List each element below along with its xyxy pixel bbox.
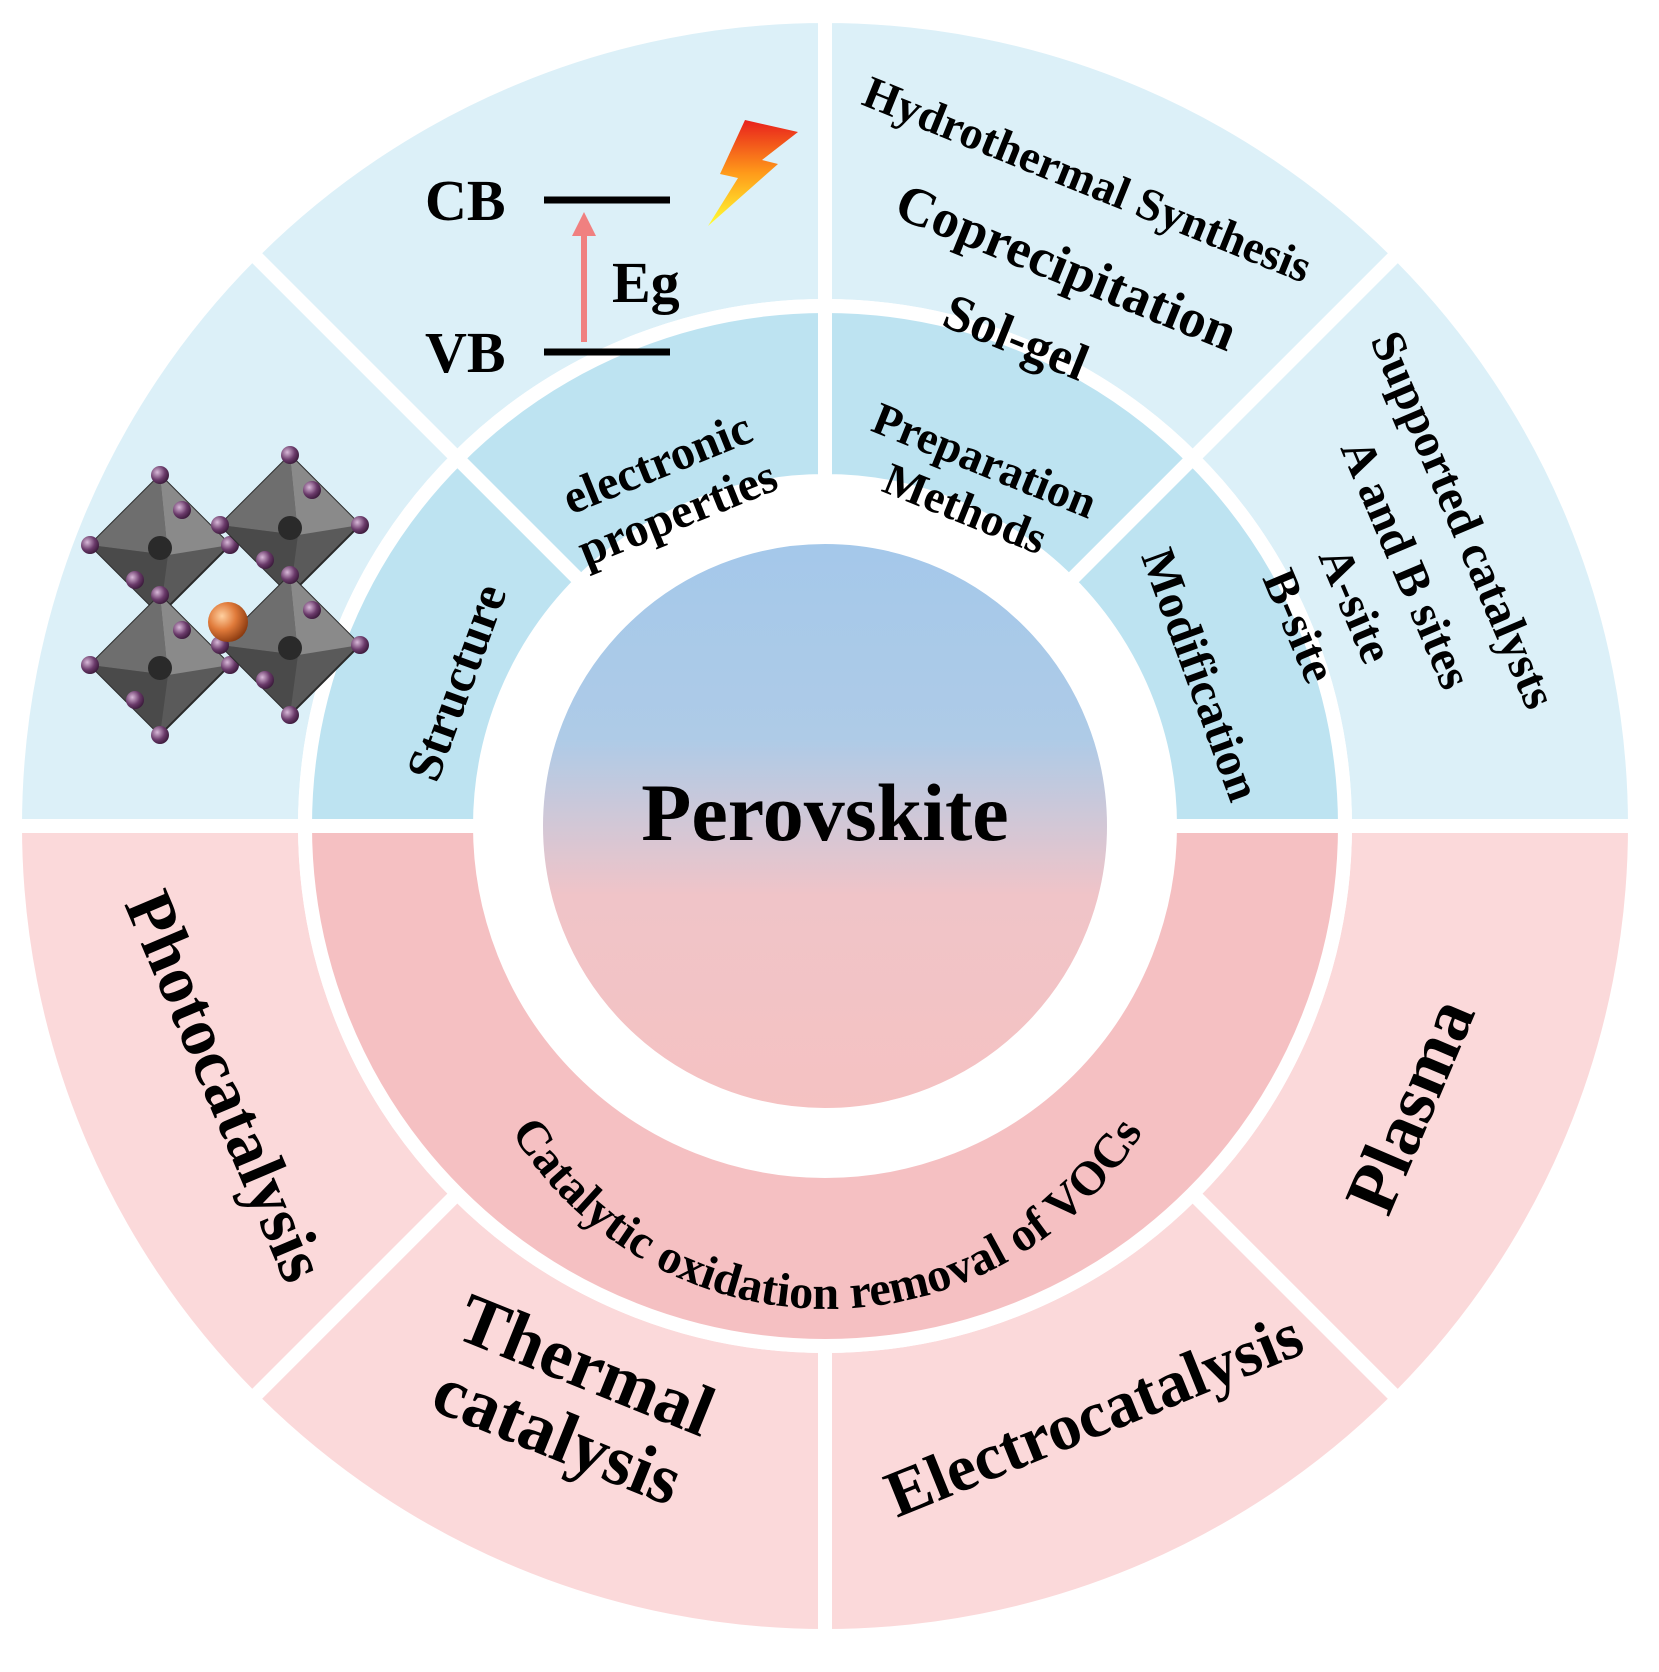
oxygen-atom <box>126 571 144 589</box>
center-disk <box>527 528 1123 1124</box>
oxygen-atom <box>151 586 169 604</box>
oxygen-atom <box>303 601 321 619</box>
vb-label: VB <box>425 320 506 385</box>
oxygen-atom <box>281 706 299 724</box>
oxygen-atom <box>256 671 274 689</box>
inner-catalytic-sector <box>297 819 1353 1353</box>
excitation-arrow-icon <box>572 212 596 342</box>
octahedron-0 <box>88 473 232 617</box>
oxygen-atom <box>151 466 169 484</box>
a-site-cation <box>208 602 248 642</box>
oxygen-atom <box>303 481 321 499</box>
lightning-icon <box>708 120 798 226</box>
oxygen-atom <box>351 636 369 654</box>
oxygen-atom <box>173 501 191 519</box>
inner-ring <box>297 298 1353 1353</box>
oxygen-atom <box>211 516 229 534</box>
octahedron-2 <box>88 593 232 737</box>
center-label: Perovskite <box>641 767 1008 858</box>
perovskite-crystal-icon <box>81 446 369 744</box>
eg-label: Eg <box>612 250 680 315</box>
oxygen-atom <box>173 621 191 639</box>
cb-label: CB <box>425 168 506 233</box>
oxygen-atom <box>281 446 299 464</box>
oxygen-atom <box>281 566 299 584</box>
oxygen-atom <box>351 516 369 534</box>
oxygen-atom <box>256 551 274 569</box>
oxygen-atom <box>81 536 99 554</box>
band-diagram: CB VB Eg <box>425 120 798 385</box>
octahedron-1 <box>218 453 362 597</box>
oxygen-atom <box>81 656 99 674</box>
octahedron-3 <box>218 573 362 717</box>
oxygen-atom <box>151 726 169 744</box>
oxygen-atom <box>126 691 144 709</box>
